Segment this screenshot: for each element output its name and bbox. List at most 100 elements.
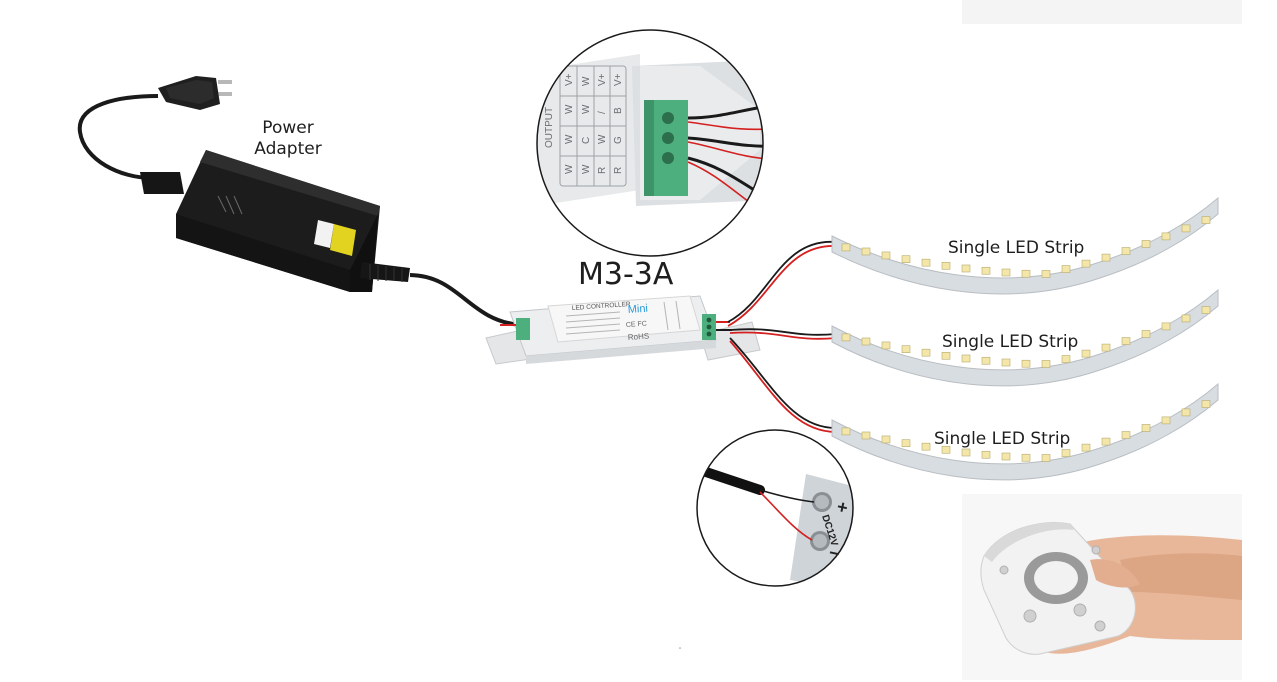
led-chip: [1101, 437, 1111, 446]
led-chip: [1161, 322, 1171, 331]
controller-marks-text: CE FC: [626, 321, 647, 329]
led-chip: [1061, 449, 1071, 457]
svg-text:W: W: [581, 76, 592, 86]
led-chip: [861, 247, 871, 256]
power-adapter-label: Power Adapter: [238, 118, 338, 160]
svg-text:W: W: [581, 104, 592, 114]
led-chip: [1081, 349, 1091, 358]
led-chip: [841, 427, 851, 436]
svg-text:G: G: [613, 136, 624, 144]
controller-rohs-text: RoHS: [628, 332, 650, 342]
led-chip: [1061, 355, 1071, 363]
svg-text:W: W: [564, 104, 575, 114]
led-chip: [1161, 232, 1171, 241]
led-chip: [881, 435, 891, 444]
svg-text:C: C: [581, 137, 592, 144]
controller-title-text: LED CONTROLLER: [572, 301, 632, 312]
top-right-photo-edge: [962, 0, 1242, 24]
strip-3-label: Single LED Strip: [934, 429, 1071, 449]
led-chip: [1201, 400, 1211, 408]
svg-text:B: B: [613, 107, 624, 114]
led-chip: [861, 431, 871, 440]
strip-1-label: Single LED Strip: [948, 238, 1085, 258]
strip-2-label: Single LED Strip: [942, 332, 1079, 352]
led-chip: [941, 351, 951, 360]
led-chip: [1121, 431, 1131, 439]
led-chip: [881, 341, 891, 350]
terminal-zoom-circle: [536, 29, 764, 257]
led-chip: [1101, 343, 1111, 352]
led-chip: [981, 356, 991, 365]
power-adapter-label-line1: Power: [262, 118, 314, 138]
led-chip: [981, 450, 991, 459]
led-chip: [921, 258, 931, 267]
led-chip: [1021, 359, 1031, 368]
svg-text:V+: V+: [564, 73, 575, 86]
model-label: M3-3A: [578, 257, 674, 292]
led-chip: [1081, 443, 1091, 452]
led-chip: [1121, 247, 1131, 255]
svg-text:W: W: [581, 164, 592, 174]
led-chip: [841, 333, 851, 342]
led-chip: [1141, 330, 1151, 338]
led-chips: [841, 216, 1211, 462]
led-chip: [1061, 265, 1071, 273]
led-chip: [961, 448, 971, 457]
polarity-minus: −: [827, 542, 841, 564]
svg-text:R: R: [597, 167, 608, 174]
svg-text:W: W: [597, 134, 608, 144]
led-chip: [1001, 452, 1011, 461]
svg-text:W: W: [564, 164, 575, 174]
led-controller: [485, 295, 761, 365]
led-chip: [1141, 424, 1151, 432]
svg-text:/: /: [597, 111, 608, 114]
led-chip: [1201, 306, 1211, 314]
led-chip: [961, 354, 971, 363]
svg-text:W: W: [564, 134, 575, 144]
led-chip: [1021, 453, 1031, 462]
led-chip: [881, 251, 891, 260]
led-chip: [1101, 253, 1111, 262]
led-chip: [1041, 270, 1051, 278]
led-chip: [941, 261, 951, 270]
led-chip: [1001, 358, 1011, 367]
led-chip: [941, 445, 951, 454]
led-strip-2: [831, 288, 1219, 387]
output-label: OUTPUT: [544, 107, 555, 148]
led-chip: [1081, 259, 1091, 268]
controller-brand-text: Mini: [627, 303, 648, 316]
led-chip: [1141, 240, 1151, 248]
remote-control: [962, 494, 1242, 680]
led-chip: [981, 266, 991, 275]
svg-text:R: R: [613, 167, 624, 174]
led-chip: [1181, 314, 1191, 323]
led-chip: [901, 255, 911, 263]
led-chip: [921, 442, 931, 451]
led-chip: [901, 345, 911, 353]
led-chip: [1161, 416, 1171, 425]
led-chip: [1021, 269, 1031, 278]
power-adapter-label-line2: Adapter: [254, 139, 322, 159]
led-chip: [861, 337, 871, 346]
led-strip-1: [831, 196, 1219, 295]
led-chip: [1041, 360, 1051, 368]
output-wires: [727, 241, 837, 433]
led-chip: [1181, 408, 1191, 417]
led-chip: [1041, 454, 1051, 462]
led-chip: [1181, 224, 1191, 233]
polarity-plus: +: [835, 496, 849, 518]
terminal-col-labels: V+ W W W W W C W V+ / W R V+ B G R: [564, 73, 624, 174]
led-chip: [1001, 268, 1011, 277]
led-chip: [1201, 216, 1211, 224]
led-chip: [961, 264, 971, 273]
led-chip: [841, 243, 851, 252]
led-chip: [1121, 337, 1131, 345]
led-strip-3: [831, 382, 1219, 481]
svg-text:V+: V+: [613, 73, 624, 86]
led-chip: [901, 439, 911, 447]
power-adapter: [77, 76, 521, 327]
svg-text:V+: V+: [597, 73, 608, 86]
led-chip: [921, 348, 931, 357]
stray-dot: [679, 647, 681, 649]
